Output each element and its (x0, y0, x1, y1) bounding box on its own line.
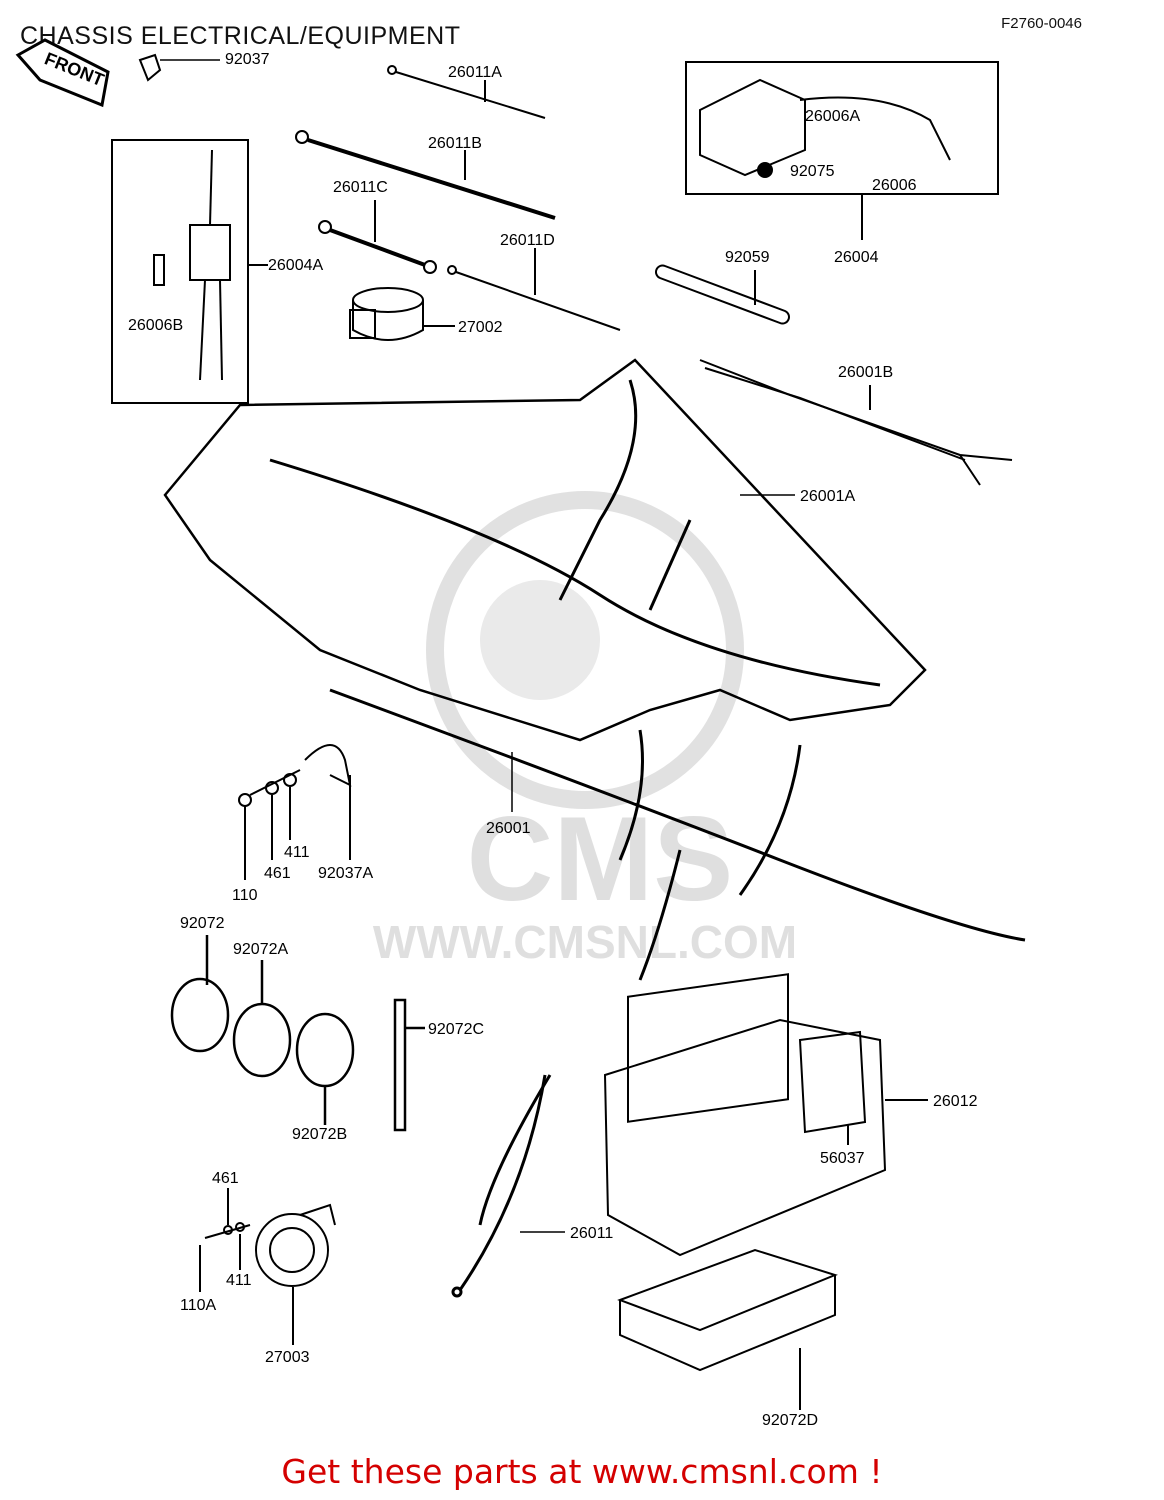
front-arrow: FRONT (15, 38, 110, 108)
part-label: 26006 (872, 177, 917, 194)
part-label: 92037 (225, 51, 270, 68)
part-label: 26001B (838, 364, 893, 381)
part-label: 92072B (292, 1126, 347, 1143)
watermark-logo-text: CMS (467, 792, 734, 926)
part-label: 92037A (318, 865, 373, 882)
part-label: 27002 (458, 319, 503, 336)
part-label: 26011 (570, 1225, 613, 1242)
part-label: 26006B (128, 317, 183, 334)
diagram-title: CHASSIS ELECTRICAL/EQUIPMENT (20, 22, 461, 50)
part-label: 92075 (790, 163, 835, 180)
watermark: CMS WWW.CMSNL.COM (373, 491, 797, 968)
part-label: 27003 (265, 1349, 310, 1366)
part-label: 461 (212, 1170, 239, 1187)
part-label: 110A (180, 1297, 217, 1314)
part-label: 26011C (333, 179, 388, 196)
part-label: 26004A (268, 257, 323, 274)
part-label: 461 (264, 865, 291, 882)
part-label: 411 (284, 844, 310, 861)
watermark-site: WWW.CMSNL.COM (373, 916, 797, 968)
part-label: 56037 (820, 1150, 865, 1167)
footer-promo-link[interactable]: Get these parts at www.cmsnl.com ! (281, 1452, 883, 1491)
part-label: 110 (232, 887, 258, 904)
part-label: 92072D (762, 1412, 818, 1429)
figure-code: F2760-0046 (1001, 15, 1082, 32)
part-label: 26011B (428, 135, 482, 152)
part-label: 92072A (233, 941, 288, 958)
part-label: 26011A (448, 64, 502, 81)
part-labels: 92037 26011A 26011B 26011C 26011D 26004A… (128, 51, 978, 1429)
part-label: 26001A (800, 488, 855, 505)
part-label: 26011D (500, 232, 555, 249)
part-label: 26006A (805, 108, 860, 125)
part-label: 26004 (834, 249, 879, 266)
part-label: 92072 (180, 915, 225, 932)
part-label: 92059 (725, 249, 770, 266)
part-label: 26001 (486, 820, 531, 837)
part-label: 92072C (428, 1021, 484, 1038)
part-label: 411 (226, 1272, 252, 1289)
part-label: 26012 (933, 1093, 978, 1110)
